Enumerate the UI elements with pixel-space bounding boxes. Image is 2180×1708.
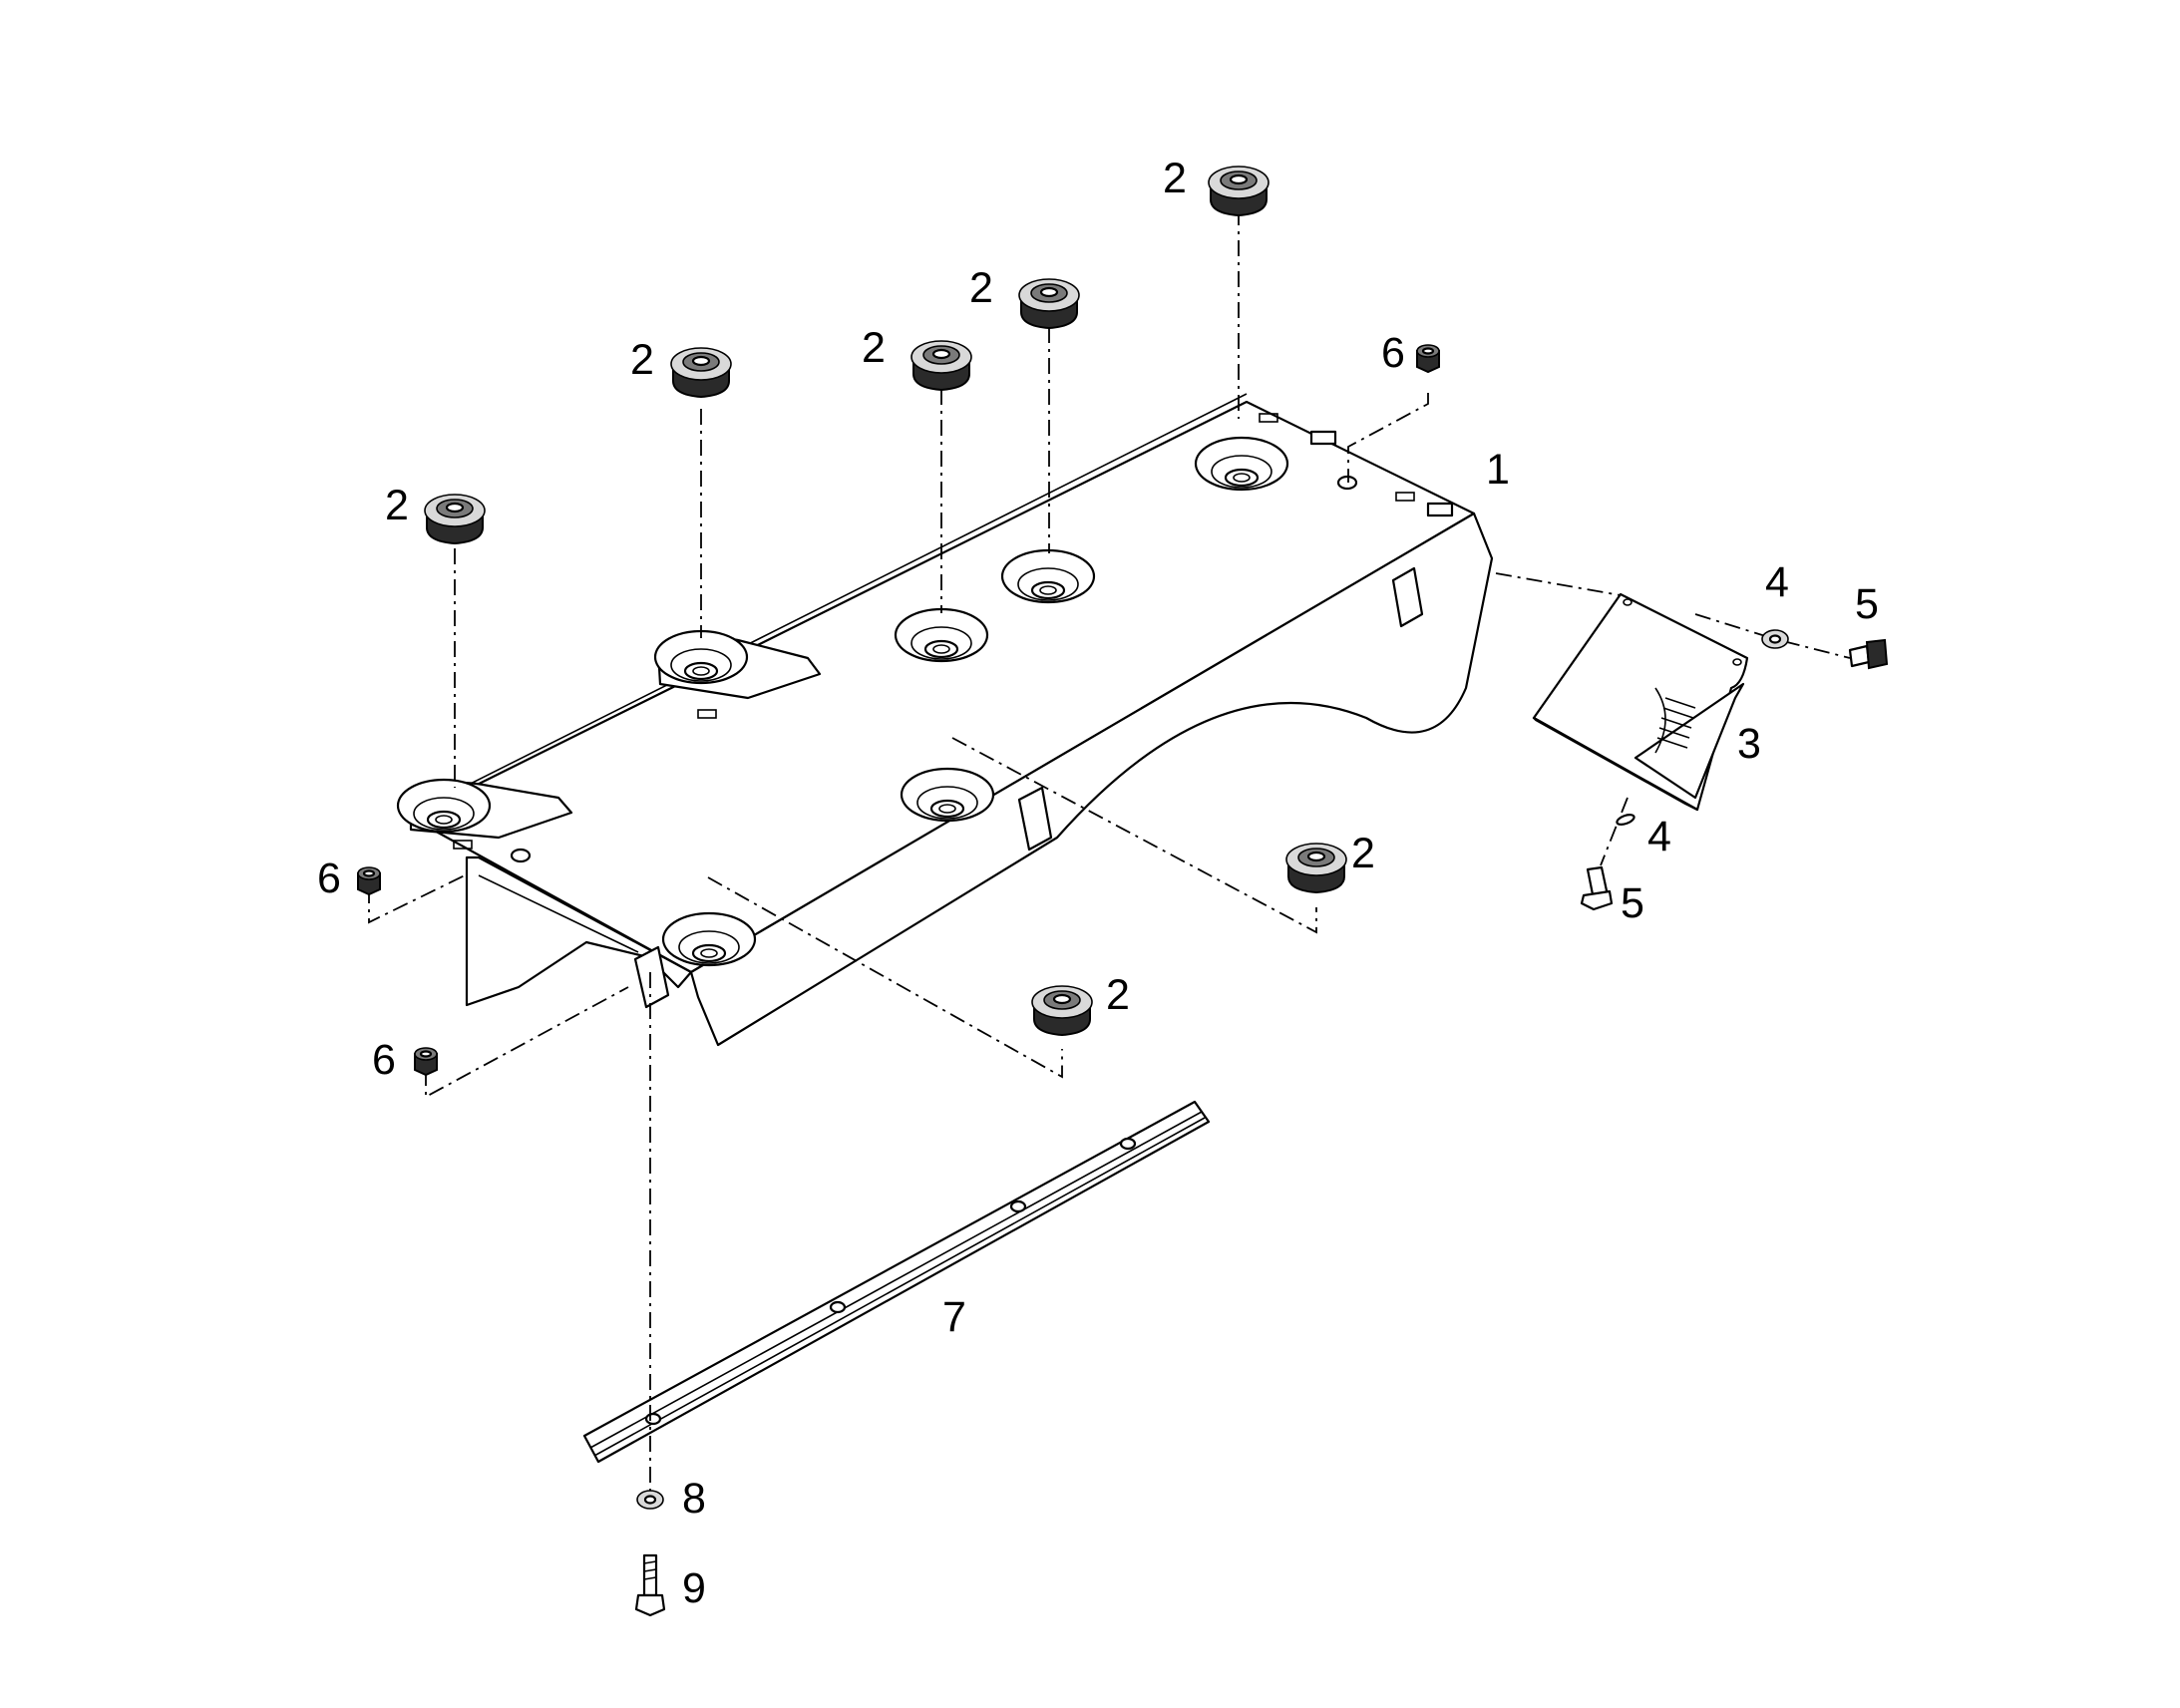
callout-labels: 1 2 2 2 2 2 2 2 3 4 4 5 5 6 6 6 7 8 9 xyxy=(317,155,1879,1612)
callout-8: 8 xyxy=(682,1475,706,1523)
callout-6-c: 6 xyxy=(372,1036,396,1084)
callout-2-e: 2 xyxy=(385,482,409,529)
callout-5-a: 5 xyxy=(1855,580,1879,628)
callout-2-d: 2 xyxy=(630,336,654,384)
callout-5-b: 5 xyxy=(1621,879,1644,927)
assembly-lines xyxy=(368,209,1851,1506)
callout-2-c: 2 xyxy=(862,324,886,372)
callout-4-a: 4 xyxy=(1765,558,1789,606)
guide-rail xyxy=(582,1100,1211,1464)
callout-2-f: 2 xyxy=(1351,830,1375,877)
callout-6-a: 6 xyxy=(1381,329,1405,377)
callout-2-a: 2 xyxy=(1163,155,1187,202)
callout-3: 3 xyxy=(1737,720,1761,768)
washer-icon xyxy=(635,628,1790,1511)
callout-1: 1 xyxy=(1486,446,1510,494)
callout-9: 9 xyxy=(682,1564,706,1612)
cover-plate xyxy=(1532,592,1749,812)
callout-4-b: 4 xyxy=(1647,813,1671,860)
callout-2-b: 2 xyxy=(969,264,993,312)
callout-7: 7 xyxy=(942,1293,966,1341)
mounting-frame xyxy=(396,393,1494,1047)
callout-6-b: 6 xyxy=(317,854,341,902)
callout-2-g: 2 xyxy=(1106,971,1130,1019)
hex-bolt-icon xyxy=(634,638,1889,1617)
